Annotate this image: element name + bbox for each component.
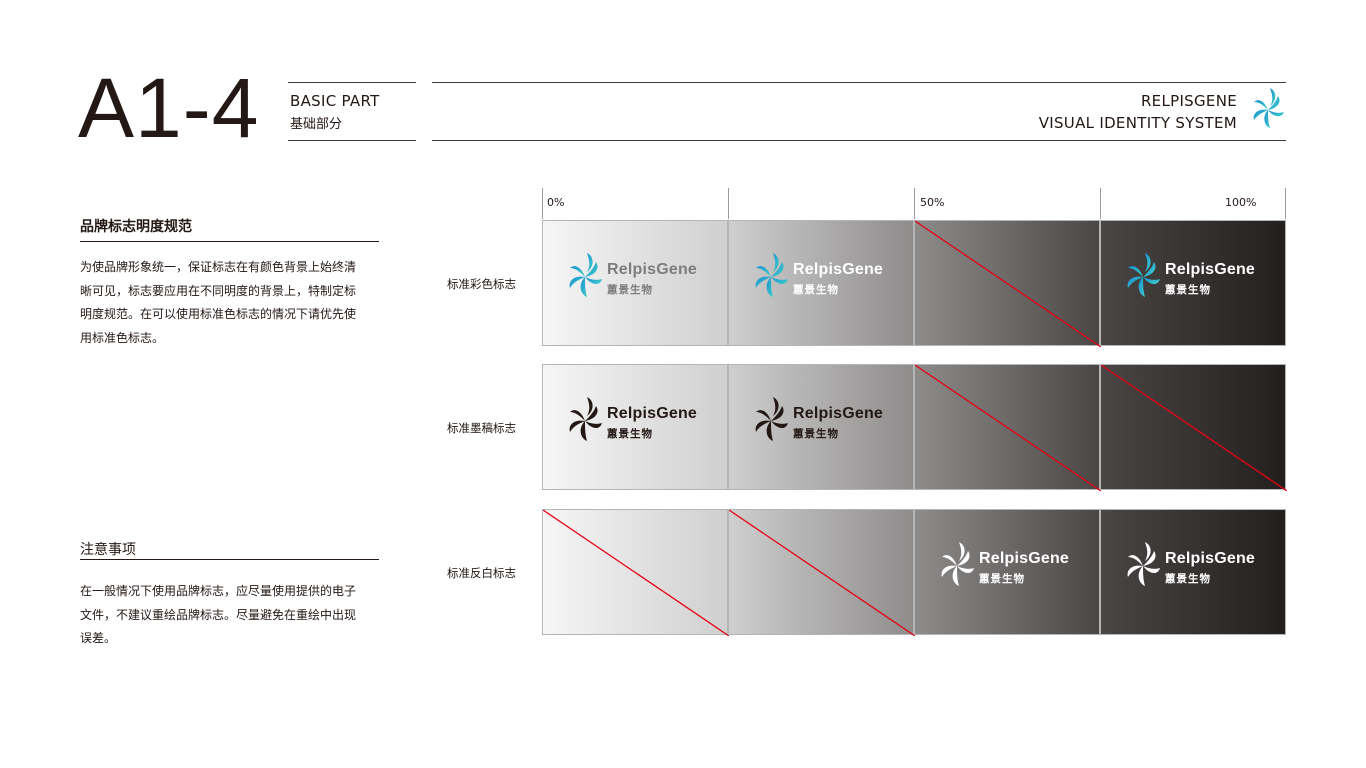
brand-logo: RelpisGene 蕙景生物 [565,249,715,309]
forbidden-slash-icon [915,221,1101,347]
section1-line: 明度规范。在可以使用标准色标志的情况下请优先使 [80,307,357,321]
section2-line: 文件，不建议重绘品牌标志。尽量避免在重绘中出现 [80,607,357,622]
section2-rule [80,559,379,560]
logo-name-cn: 蕙景生物 [979,573,1025,585]
band-cell: RelpisGene 蕙景生物 [1100,509,1286,635]
forbidden-slash-icon [729,510,915,636]
flower-logo-icon [1123,249,1163,309]
section2-text: 在一般情况下使用品牌标志，应尽量使用提供的电子 文件，不建议重绘品牌标志。尽量避… [80,580,380,651]
brightness-band-color: RelpisGene 蕙景生物 RelpisGene 蕙景生物 RelpisGene 蕙景… [542,220,1286,347]
logo-name-cn: 蕙景生物 [607,284,653,296]
section1-title: 品牌标志明度规范 [80,219,192,235]
band-cell [914,220,1101,347]
flower-logo-icon [1123,538,1163,598]
brand-logo: RelpisGene 蕙景生物 [751,249,901,309]
logo-name-en: RelpisGene [607,261,698,278]
flower-logo-icon [751,393,791,453]
section-title-cn: 基础部分 [290,117,343,132]
brightness-band-reverse: RelpisGene 蕙景生物 RelpisGene 蕙景生物 [542,509,1286,636]
row-label-reverse: 标准反白标志 [447,566,516,580]
brand-logo-icon [1248,84,1288,140]
header-rule-bottom-left [288,140,416,141]
brightness-band-ink: RelpisGene 蕙景生物 RelpisGene 蕙景生物 [542,364,1287,491]
scale-label-100: 100% [1225,196,1257,209]
page-number: A1-4 [78,61,260,155]
logo-name-en: RelpisGene [1165,550,1256,567]
logo-name-cn: 蕙景生物 [1165,284,1211,296]
scale-tick [1285,188,1286,219]
logo-name-cn: 蕙景生物 [793,428,839,440]
scale-tick [728,188,729,219]
scale-tick [1100,188,1101,219]
brand-subtitle: VISUAL IDENTITY SYSTEM [1038,114,1237,132]
section1-line: 晰可见，标志要应用在不同明度的背景上，特制定标 [80,283,357,298]
logo-name-cn: 蕙景生物 [1165,573,1211,585]
brand-logo: RelpisGene 蕙景生物 [937,538,1087,598]
scale-label-50: 50% [920,196,945,209]
header-rule-bottom-right [432,140,1286,141]
band-cell: RelpisGene 蕙景生物 [914,509,1100,635]
header-rule-top-right [432,82,1286,83]
logo-name-en: RelpisGene [793,405,884,422]
flower-logo-icon [937,538,977,598]
band-cell [542,509,729,636]
section-title-en: BASIC PART [290,92,380,110]
scale-label-0: 0% [547,196,565,209]
brand-name: RELPISGENE [1140,92,1237,110]
logo-name-cn: 蕙景生物 [793,284,839,296]
logo-name-en: RelpisGene [979,550,1070,567]
brand-logo: RelpisGene 蕙景生物 [1123,538,1273,598]
row-label-color: 标准彩色标志 [447,277,516,291]
logo-name-en: RelpisGene [607,405,698,422]
brand-logo: RelpisGene 蕙景生物 [751,393,901,453]
section1-line: 用标准色标志。 [80,330,165,345]
band-cell: RelpisGene 蕙景生物 [728,220,914,346]
scale-tick [914,188,915,219]
section2-line: 误差。 [80,631,117,645]
band-cell [914,364,1101,491]
band-cell: RelpisGene 蕙景生物 [542,220,728,346]
flower-logo-icon [565,393,605,453]
section1-line: 为使品牌形象统一，保证标志在有颜色背景上始终清 [80,260,357,274]
scale-tick [542,188,543,219]
forbidden-slash-icon [1101,365,1287,491]
brand-logo: RelpisGene 蕙景生物 [565,393,715,453]
band-cell: RelpisGene 蕙景生物 [1100,220,1286,346]
forbidden-slash-icon [915,365,1101,491]
brand-logo: RelpisGene 蕙景生物 [1123,249,1273,309]
section2-title: 注意事项 [80,542,136,558]
band-cell [728,509,915,636]
band-cell: RelpisGene 蕙景生物 [728,364,914,490]
logo-name-cn: 蕙景生物 [607,428,653,440]
section1-text: 为使品牌形象统一，保证标志在有颜色背景上始终清 晰可见，标志要应用在不同明度的背… [80,256,380,350]
forbidden-slash-icon [543,510,729,636]
logo-name-en: RelpisGene [1165,261,1256,278]
flower-logo-icon [565,249,605,309]
header-rule-top-left [288,82,416,83]
section2-line: 在一般情况下使用品牌标志，应尽量使用提供的电子 [80,584,357,598]
logo-name-en: RelpisGene [793,261,884,278]
band-cell: RelpisGene 蕙景生物 [542,364,728,490]
band-cell [1100,364,1287,491]
section1-rule [80,241,379,242]
row-label-ink: 标准墨稿标志 [447,421,516,435]
flower-logo-icon [751,249,791,309]
